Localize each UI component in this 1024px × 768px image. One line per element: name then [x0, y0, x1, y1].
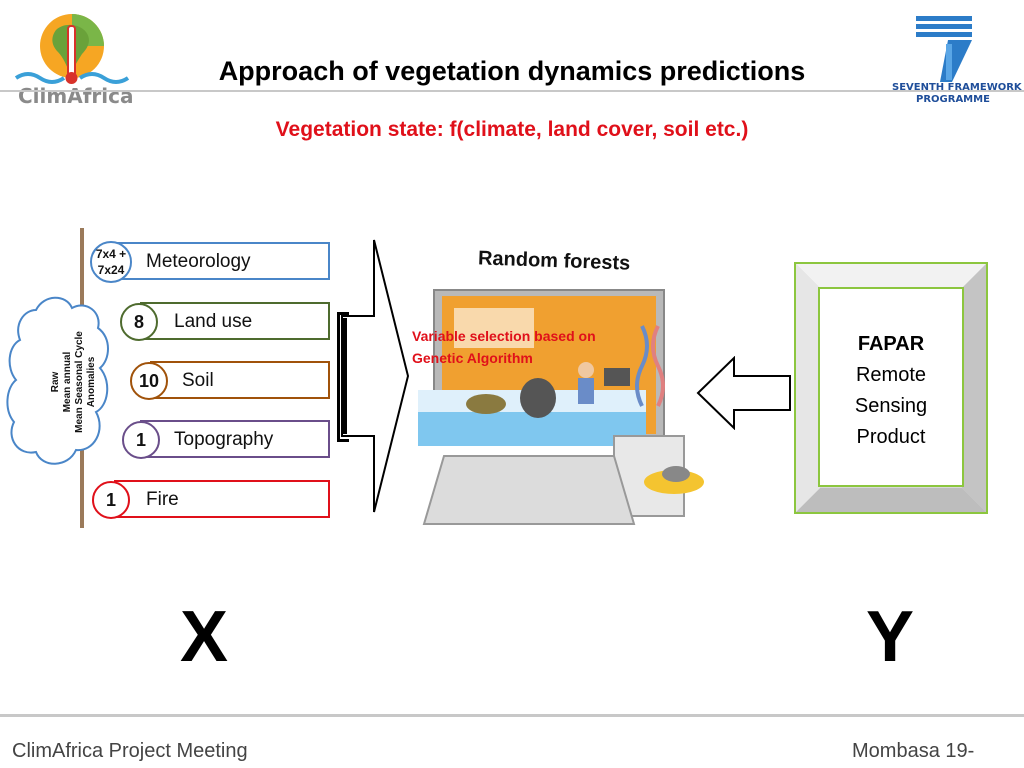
- fp7-logo: SEVENTH FRAMEWORK PROGRAMME: [886, 14, 1022, 106]
- predictor-label: Fire: [146, 489, 179, 510]
- model-note: Variable selection based on Genetic Algo…: [412, 325, 596, 369]
- target-line-product: Product: [856, 426, 926, 448]
- statistics-cloud: Raw Mean annual Mean Seasonal Cycle Anom…: [6, 290, 114, 472]
- predictor-count-meteorology: 7x4 + 7x24: [90, 241, 132, 283]
- label-x: X: [180, 597, 229, 677]
- predictor-bar-topography: Topography: [140, 420, 330, 458]
- input-arrow: [340, 236, 412, 521]
- cloud-line-anomalies: Anomalies: [86, 356, 97, 408]
- predictor-count-land-use: 8: [120, 303, 158, 341]
- climafrica-logo-text: ClimAfrica: [18, 84, 134, 108]
- footer-left: ClimAfrica Project Meeting: [12, 740, 248, 762]
- fp7-logo-text-2: PROGRAMME: [916, 94, 990, 105]
- climafrica-logo: ClimAfrica: [8, 8, 134, 110]
- target-line-fapar: FAPAR: [857, 333, 925, 355]
- footer-right: Mombasa 19-: [852, 740, 975, 762]
- target-arrow: [696, 355, 792, 435]
- slide-title: Approach of vegetation dynamics predicti…: [218, 56, 806, 86]
- fp7-logo-text-1: SEVENTH FRAMEWORK: [892, 82, 1022, 93]
- target-box: FAPAR Remote Sensing Product: [818, 287, 964, 487]
- predictor-bar-soil: Soil: [150, 361, 330, 399]
- cloud-line-seasonal: Mean Seasonal Cycle: [74, 331, 85, 433]
- cloud-line-mean-annual: Mean annual: [62, 351, 73, 413]
- model-note-line-2: Genetic Algorithm: [412, 350, 533, 366]
- slide-subtitle: Vegetation state: f(climate, land cover,…: [275, 118, 749, 141]
- predictor-count-fire: 1: [92, 481, 130, 519]
- model-note-line-1: Variable selection based on: [412, 328, 596, 344]
- predictor-bar-land-use: Land use: [140, 302, 330, 340]
- model-title: Random forests: [477, 247, 631, 275]
- footer-divider: [0, 714, 1024, 717]
- predictor-label: Topography: [174, 429, 274, 450]
- predictor-count-soil: 10: [130, 362, 168, 400]
- predictor-label: Land use: [174, 311, 253, 332]
- predictor-label: Meteorology: [146, 251, 251, 272]
- predictor-bar-meteorology: Meteorology: [114, 242, 330, 280]
- bracket: [337, 312, 349, 442]
- predictor-bar-fire: Fire: [114, 480, 330, 518]
- computer-illustration: [414, 286, 704, 547]
- target-line-sensing: Sensing: [854, 395, 928, 417]
- cloud-line-raw: Raw: [50, 371, 61, 393]
- target-line-remote: Remote: [855, 364, 927, 386]
- predictor-label: Soil: [182, 370, 214, 391]
- predictor-count-topography: 1: [122, 421, 160, 459]
- predictor-count-line: 7x4 +: [95, 247, 127, 261]
- predictor-count-line: 7x24: [97, 263, 125, 277]
- header-divider: [0, 90, 1024, 92]
- label-y: Y: [866, 597, 915, 677]
